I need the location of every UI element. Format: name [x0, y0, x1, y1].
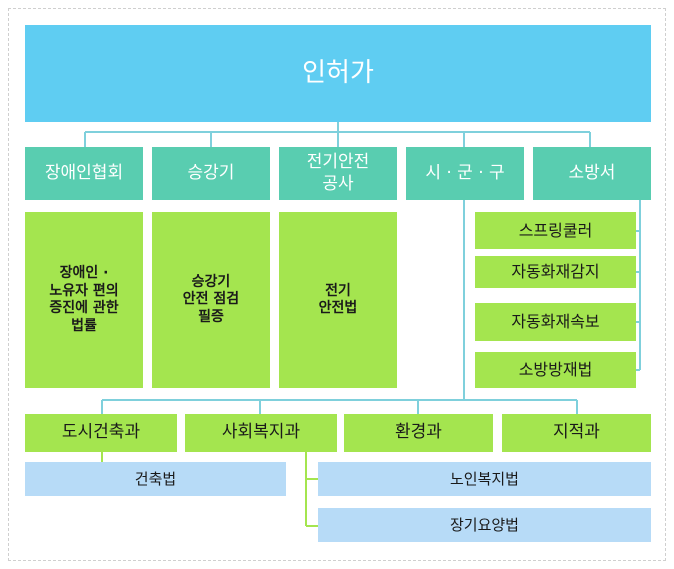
diagram-frame: [8, 8, 666, 561]
node-disability-association: 장애인협회: [25, 147, 143, 200]
law-elevator-inspection: 승강기 안전 점검 필증: [152, 212, 270, 388]
node-elevator: 승강기: [152, 147, 270, 200]
dept-law-senior-welfare: 노인복지법: [318, 462, 651, 496]
dept-social-welfare: 사회복지과: [185, 414, 337, 452]
fire-item-disaster-law: 소방방재법: [475, 352, 636, 388]
node-electrical-safety-corp: 전기안전 공사: [279, 147, 397, 200]
dept-environment: 환경과: [344, 414, 493, 452]
dept-law-long-term-care: 장기요양법: [318, 508, 651, 542]
fire-item-sprinkler: 스프링쿨러: [475, 212, 636, 249]
node-fire-station: 소방서: [533, 147, 651, 200]
law-disability-convenience: 장애인 · 노유자 편의 증진에 관한 법률: [25, 212, 143, 388]
dept-urban-architecture: 도시건축과: [25, 414, 177, 452]
root-node: 인허가: [25, 25, 651, 122]
law-electrical-safety: 전기 안전법: [279, 212, 397, 388]
fire-item-auto-detection: 자동화재감지: [475, 256, 636, 288]
dept-law-building: 건축법: [25, 462, 286, 496]
fire-item-auto-alarm: 자동화재속보: [475, 303, 636, 341]
node-city-county-district: 시 · 군 · 구: [406, 147, 524, 200]
dept-cadastral: 지적과: [502, 414, 651, 452]
